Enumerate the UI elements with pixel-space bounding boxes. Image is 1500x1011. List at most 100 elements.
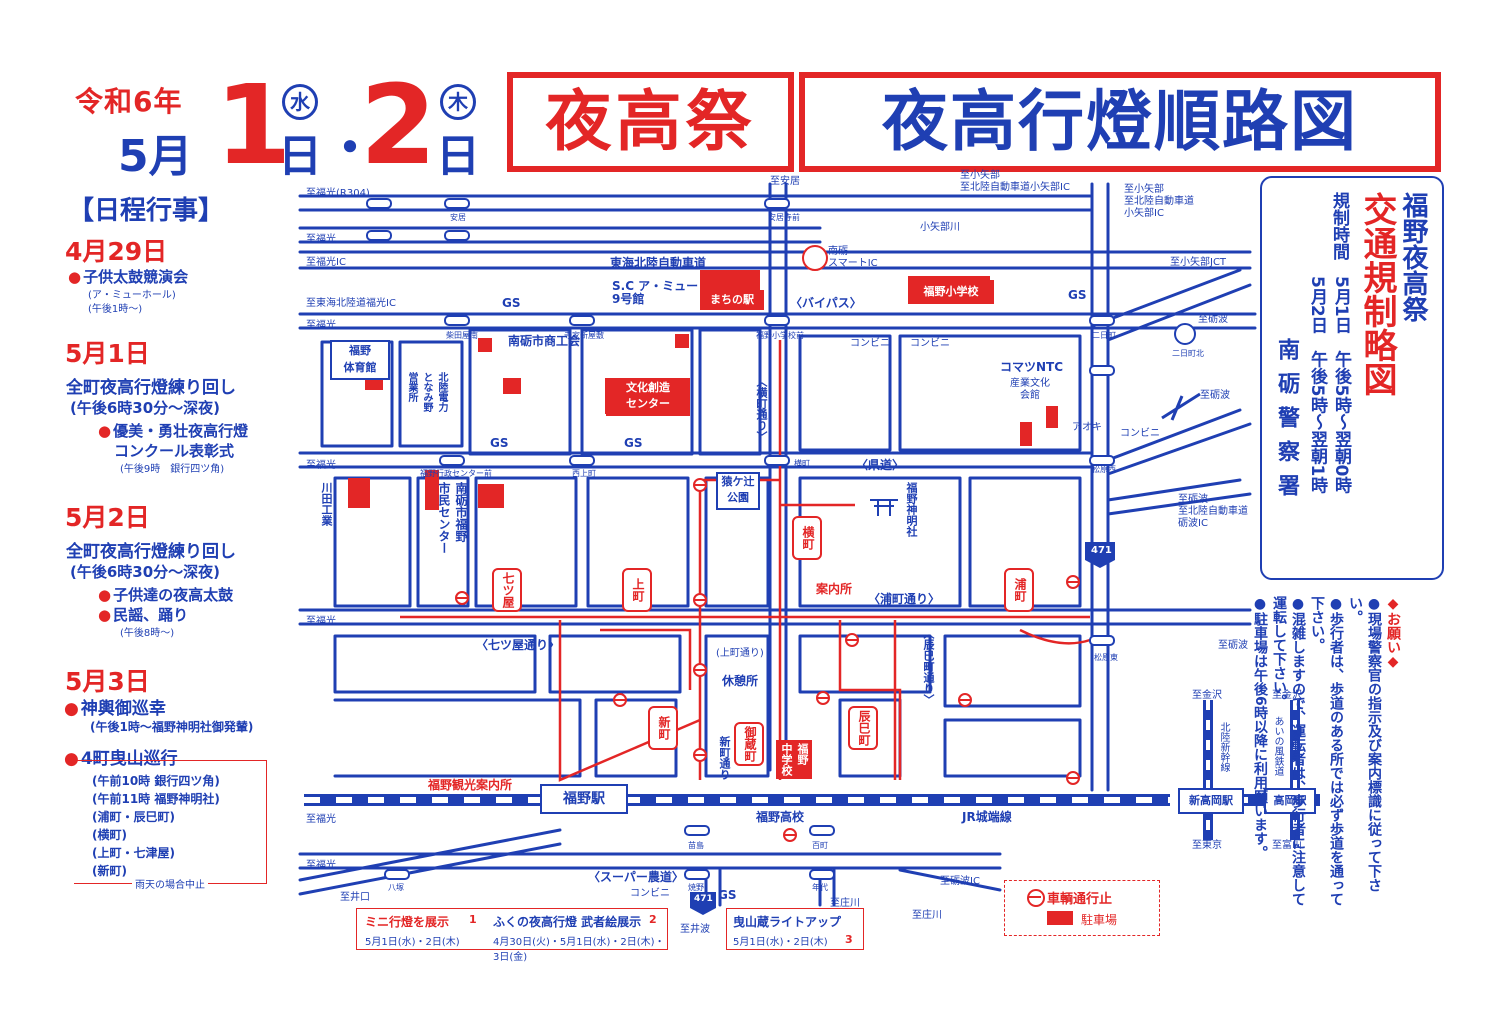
signal-jike: 寺家新屋敷 — [564, 331, 604, 340]
machi-eki-label: まちの駅 — [700, 290, 764, 310]
to-fukumitsu-4: 至福光 — [306, 460, 336, 471]
tourist-info: 福野観光案内所 — [428, 778, 513, 792]
parking-helios-3 — [478, 338, 492, 352]
event-0502-time: (午後6時30分～深夜) — [70, 563, 221, 581]
date-0503: 5月3日 — [65, 667, 150, 696]
kawada-kogyo: 川田工業 — [320, 482, 333, 526]
to-fukumitsu-2: 至福光 — [306, 234, 336, 245]
to-tonami-ic2: 至砺波IC — [940, 876, 980, 887]
fukuno-station-label: 福野駅 — [540, 784, 628, 814]
festival-title-banner: 夜高祭 — [507, 72, 794, 172]
kendo: 〈県道〉 — [856, 458, 905, 472]
era-year: 令和6年 — [75, 85, 183, 118]
signal-matsubara-nishi: 松原西 — [1092, 465, 1116, 474]
to-inami: 至井波 — [680, 924, 710, 935]
to-tonami-1: 至砺波 — [1198, 314, 1228, 325]
hikiyama-line-6: (新町) — [92, 864, 127, 878]
event-0501-sub1: 優美・勇壮夜高行燈 — [98, 420, 248, 441]
notes: ◆お願い◆ ●現場警察官の指示及び案内標識に従って下さい。 ●歩行者は、歩道のあ… — [1250, 596, 1402, 916]
to-koyabe-jct: 至小矢部JCT — [1170, 257, 1227, 268]
traffic-title-b: 交通規制略図 — [1357, 192, 1397, 396]
hokuriku-shinkansen: 北陸新幹線 — [1218, 722, 1229, 772]
traffic-line-1: 5月1日 午後5時～翌朝0時 — [1331, 276, 1351, 494]
weekday-1: 水 — [282, 84, 318, 120]
to-fukumitsu-ic: 至福光IC — [306, 257, 346, 268]
signal-yakeno: 焼野 — [688, 883, 704, 892]
convenience-4: コンビニ — [630, 888, 670, 899]
shichitsuya-dori: 〈七ツ屋通り〉 — [476, 638, 561, 652]
route-title-banner: 夜高行燈順路図 — [799, 72, 1441, 172]
fuku-title: ふくの夜高行燈 武者絵展示 — [493, 915, 642, 929]
gs-2: GS — [1068, 288, 1087, 302]
parking-helios-2 — [503, 378, 521, 394]
to-fukumitsu-3: 至福光 — [306, 320, 336, 331]
event-0502-sub2: 民謡、踊り — [98, 604, 188, 625]
parking-aoki — [1046, 406, 1058, 428]
sc-amu: S.C ア・ミュー 9号館 — [612, 279, 699, 306]
signal-shibataya: 柴田屋南 — [446, 331, 478, 340]
hikiyama-line-3: (浦町・辰巳町) — [92, 810, 175, 824]
traffic-regulation-box: 福野夜高祭 交通規制略図 規制時間 5月1日 午後5時～翌朝0時 5月2日 午後… — [1260, 176, 1444, 580]
signal-yokomachi: 横町 — [794, 459, 810, 468]
exhibit-box: ミニ行燈を展示 1 ふくの夜高行燈 武者絵展示 2 5月1日(水)・2日(木) … — [356, 908, 668, 963]
convenience-1: コンビニ — [850, 338, 890, 349]
mini-title: ミニ行燈を展示 — [365, 915, 450, 929]
parking-minami — [348, 478, 370, 508]
lantern-uramachi: 浦町 — [1004, 568, 1034, 612]
signal-naejima: 苗島 — [688, 841, 704, 850]
signal-hyakucho: 百町 — [812, 841, 828, 850]
gs-5: GS — [718, 888, 737, 902]
note-1: ●現場警察官の指示及び案内標識に従って下さい。 — [1347, 596, 1382, 892]
elem-school-label: 福野小学校 — [908, 280, 994, 304]
signal-futsukamachi-kita: 二日町北 — [1172, 349, 1204, 358]
uramachi-dori: 〈浦町通り〉 — [868, 592, 941, 606]
legend-no-entry: 車輌通行止 — [1047, 892, 1113, 907]
event-0502-sub-time: (午後8時～) — [120, 628, 175, 639]
parking-sangyo — [1020, 422, 1032, 446]
rain-notice: 雨天の場合中止 — [132, 876, 208, 891]
lantern-shichitsuya: 七ツ屋 — [492, 568, 522, 612]
no-entry-icon — [1027, 889, 1045, 907]
takaoka-label: 高岡駅 — [1264, 788, 1316, 814]
event-0429: 子供太鼓競演会 — [68, 266, 188, 287]
komatsu-ntc: コマツNTC — [1000, 360, 1064, 374]
day-1: 1 — [215, 61, 292, 189]
bypass: 〈バイパス〉 — [790, 296, 862, 310]
date-0502: 5月2日 — [65, 503, 150, 532]
shin-takaoka-label: 新高岡駅 — [1178, 788, 1244, 814]
legend: 車輌通行止 駐車場 — [1004, 880, 1160, 936]
event-0429-time: (午後1時～) — [88, 304, 143, 315]
signal-futsukamachi: 二日町 — [1092, 331, 1116, 340]
gym-label: 福野 体育館 — [330, 340, 390, 380]
legend-parking: 駐車場 — [1081, 913, 1118, 927]
parking-helios-1 — [675, 334, 689, 348]
mini-no: 1 — [469, 913, 477, 926]
to-toyama: 至富山 — [1272, 840, 1302, 851]
junior-high-label: 福野 中学校 — [776, 740, 812, 779]
route-title: 夜高行燈順路図 — [805, 78, 1435, 166]
police-station: 南砺警察署 — [1274, 338, 1299, 508]
nanto-smart-ic: 南砺 スマートIC — [828, 246, 878, 269]
route-471-label: 471 — [1091, 545, 1112, 556]
weekday-2: 木 — [440, 84, 476, 120]
gs-3: GS — [490, 436, 509, 450]
hikiyama-line-5: (上町・七津屋) — [92, 846, 175, 860]
note-4: ●駐車場は午後6時以降に利用願います。 — [1252, 596, 1268, 860]
to-tokai-ic: 至東海北陸道福光IC — [306, 298, 396, 309]
event-0501-sub2: コンクール表彰式 — [114, 442, 235, 460]
note-2: ●歩行者は、歩道のある所では必ず歩道を通って下さい。 — [1309, 596, 1344, 906]
aoki: アオキ — [1072, 422, 1102, 433]
to-tonami-3: 至砺波 — [1218, 640, 1248, 651]
hikiyama-no: 3 — [845, 933, 853, 946]
expressway: 東海北陸自動車道 — [610, 256, 707, 270]
event-0502: 全町夜高行燈練り回し — [66, 542, 236, 562]
event-0502-sub1: 子供達の夜高太鼓 — [98, 584, 233, 605]
city-center: 南砺市福野 市民センター — [437, 482, 468, 554]
super-farm-road: 〈スーパー農道〉 — [588, 870, 684, 884]
shinmachi-dori: 新町通り — [718, 736, 731, 780]
yokomachi-dori: 〈横町通り〉 — [755, 376, 768, 442]
sangyo-bunka: 産業文化 会館 — [1010, 378, 1050, 401]
lantern-yokomachi: 横町 — [792, 516, 822, 560]
festival-title: 夜高祭 — [513, 78, 788, 166]
